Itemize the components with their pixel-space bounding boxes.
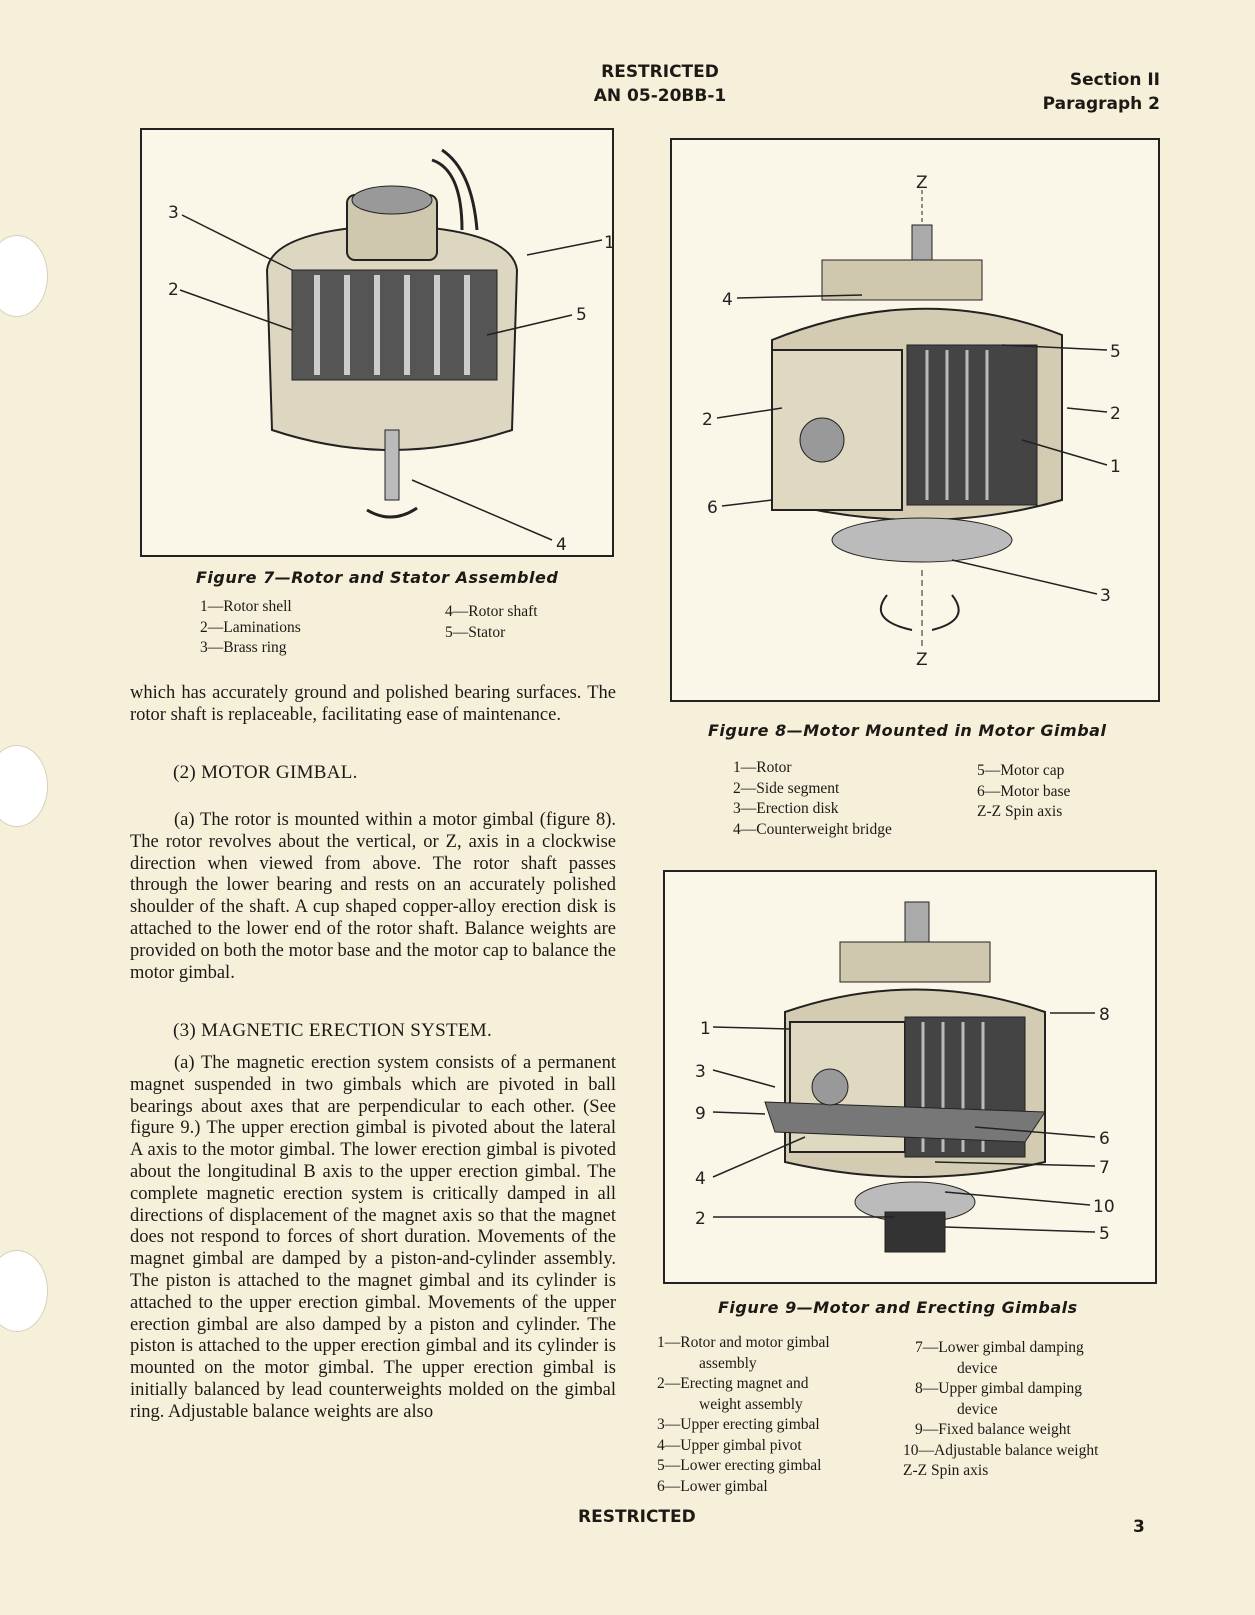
page-header-right: Section II Paragraph 2 xyxy=(1043,68,1160,116)
legend-item: 3—Brass ring xyxy=(200,639,287,656)
fig8-callout-1: 1 xyxy=(1110,457,1121,477)
figure-8-legend-left: 1—Rotor 2—Side segment 3—Erection disk 4… xyxy=(733,758,892,840)
fig9-callout-6: 6 xyxy=(1099,1129,1110,1149)
fig9-callout-3: 3 xyxy=(695,1062,706,1082)
punch-hole xyxy=(0,745,48,827)
figure-9-illustration: 1 3 9 4 2 8 6 7 10 5 xyxy=(663,870,1157,1284)
legend-item: assembly xyxy=(699,1354,757,1372)
heading-magnetic-erection-system: (3) MAGNETIC ERECTION SYSTEM. xyxy=(173,1020,493,1041)
motor-gimbal-drawing: Z Z 4 5 2 2 1 6 3 xyxy=(702,173,1121,670)
footer-restricted: RESTRICTED xyxy=(578,1507,696,1527)
rotor-stator-drawing: 3 2 1 5 4 xyxy=(168,148,615,555)
legend-item: 4—Rotor shaft xyxy=(445,603,538,620)
legend-item: 8—Upper gimbal damping xyxy=(915,1380,1083,1397)
figure-9-legend-left: 1—Rotor and motor gimbal assembly 2—Erec… xyxy=(657,1333,830,1497)
legend-item: 1—Rotor shell xyxy=(200,598,292,615)
punch-hole xyxy=(0,235,48,317)
legend-item: 2—Laminations xyxy=(200,618,301,636)
figure-9-caption: Figure 9—Motor and Erecting Gimbals xyxy=(718,1298,1078,1317)
fig7-callout-1: 1 xyxy=(604,233,612,253)
legend-item: 1—Rotor xyxy=(733,759,792,776)
fig8-callout-2-left: 2 xyxy=(702,410,713,430)
fig8-callout-5: 5 xyxy=(1110,342,1121,362)
fig9-callout-7: 7 xyxy=(1099,1158,1110,1178)
legend-item: 6—Motor base xyxy=(977,782,1071,800)
fig9-callout-1: 1 xyxy=(700,1019,711,1039)
fig9-callout-8: 8 xyxy=(1099,1005,1110,1025)
figure-7-legend-right: 4—Rotor shaft 5—Stator xyxy=(445,602,538,643)
figure-7-legend-left: 1—Rotor shell 2—Laminations 3—Brass ring xyxy=(200,597,301,659)
restricted-label: RESTRICTED xyxy=(601,62,719,82)
fig7-callout-4: 4 xyxy=(556,535,567,555)
legend-item: 5—Stator xyxy=(445,623,506,641)
legend-item: 4—Counterweight bridge xyxy=(733,820,892,838)
paragraph: which has accurately ground and polished… xyxy=(130,683,616,725)
section-label: Section II xyxy=(1069,70,1160,90)
legend-item: 3—Upper erecting gimbal xyxy=(657,1416,820,1433)
legend-item: 10—Adjustable balance weight xyxy=(903,1441,1099,1459)
paragraph: (a) The rotor is mounted within a motor … xyxy=(130,810,616,983)
fig9-callout-9: 9 xyxy=(695,1104,706,1124)
figure-8-legend-right: 5—Motor cap 6—Motor base Z-Z Spin axis xyxy=(977,761,1070,823)
legend-item: 3—Erection disk xyxy=(733,800,839,817)
paragraph: (a) The magnetic erection system consist… xyxy=(130,1053,616,1422)
fig8-callout-2-right: 2 xyxy=(1110,404,1121,424)
fig9-callout-10: 10 xyxy=(1093,1197,1115,1217)
fig8-callout-z-bottom: Z xyxy=(916,650,928,670)
document-number: AN 05-20BB-1 xyxy=(593,86,727,106)
fig9-callout-5: 5 xyxy=(1099,1224,1110,1244)
legend-item: device xyxy=(957,1400,998,1418)
legend-item: 1—Rotor and motor gimbal xyxy=(657,1334,830,1351)
fig7-callout-5: 5 xyxy=(576,305,587,325)
fig9-callout-4: 4 xyxy=(695,1169,706,1189)
legend-item: 2—Side segment xyxy=(733,779,840,797)
page-header-center: RESTRICTED AN 05-20BB-1 xyxy=(560,60,760,108)
page-number: 3 xyxy=(1133,1517,1145,1537)
legend-item: 2—Erecting magnet and xyxy=(657,1375,809,1392)
fig7-callout-2: 2 xyxy=(168,280,179,300)
punch-hole xyxy=(0,1250,48,1332)
erecting-gimbals-drawing: 1 3 9 4 2 8 6 7 10 5 xyxy=(695,901,1115,1253)
body-text-motor-gimbal: (a) The rotor is mounted within a motor … xyxy=(130,810,616,984)
fig7-callout-3: 3 xyxy=(168,203,179,223)
figure-8-caption: Figure 8—Motor Mounted in Motor Gimbal xyxy=(708,721,1107,740)
legend-item: 9—Fixed balance weight xyxy=(915,1421,1071,1438)
figure-8-illustration: Z Z 4 5 2 2 1 6 3 xyxy=(670,138,1160,702)
heading-motor-gimbal: (2) MOTOR GIMBAL. xyxy=(173,762,358,783)
figure-9-legend-right: 7—Lower gimbal damping device 8—Upper gi… xyxy=(903,1338,1098,1482)
figure-7-caption: Figure 7—Rotor and Stator Assembled xyxy=(196,568,559,587)
paragraph-label: Paragraph 2 xyxy=(1042,94,1160,114)
fig8-callout-3: 3 xyxy=(1100,586,1111,606)
fig8-callout-z-top: Z xyxy=(916,173,928,193)
legend-item: Z-Z Spin axis xyxy=(903,1462,989,1479)
legend-item: 4—Upper gimbal pivot xyxy=(657,1436,802,1454)
legend-item: 6—Lower gimbal xyxy=(657,1477,768,1495)
legend-item: device xyxy=(957,1359,998,1377)
figure-7-illustration: 3 2 1 5 4 xyxy=(140,128,615,557)
legend-item: weight assembly xyxy=(699,1395,803,1413)
legend-item: 5—Motor cap xyxy=(977,762,1065,779)
fig8-callout-6: 6 xyxy=(707,498,718,518)
legend-item: Z-Z Spin axis xyxy=(977,803,1063,820)
legend-item: 7—Lower gimbal damping xyxy=(915,1339,1084,1356)
body-text-intro: which has accurately ground and polished… xyxy=(130,683,616,727)
legend-item: 5—Lower erecting gimbal xyxy=(657,1457,822,1474)
body-text-magnetic-erection: (a) The magnetic erection system consist… xyxy=(130,1053,616,1424)
fig9-callout-2: 2 xyxy=(695,1209,706,1229)
fig8-callout-4: 4 xyxy=(722,290,733,310)
